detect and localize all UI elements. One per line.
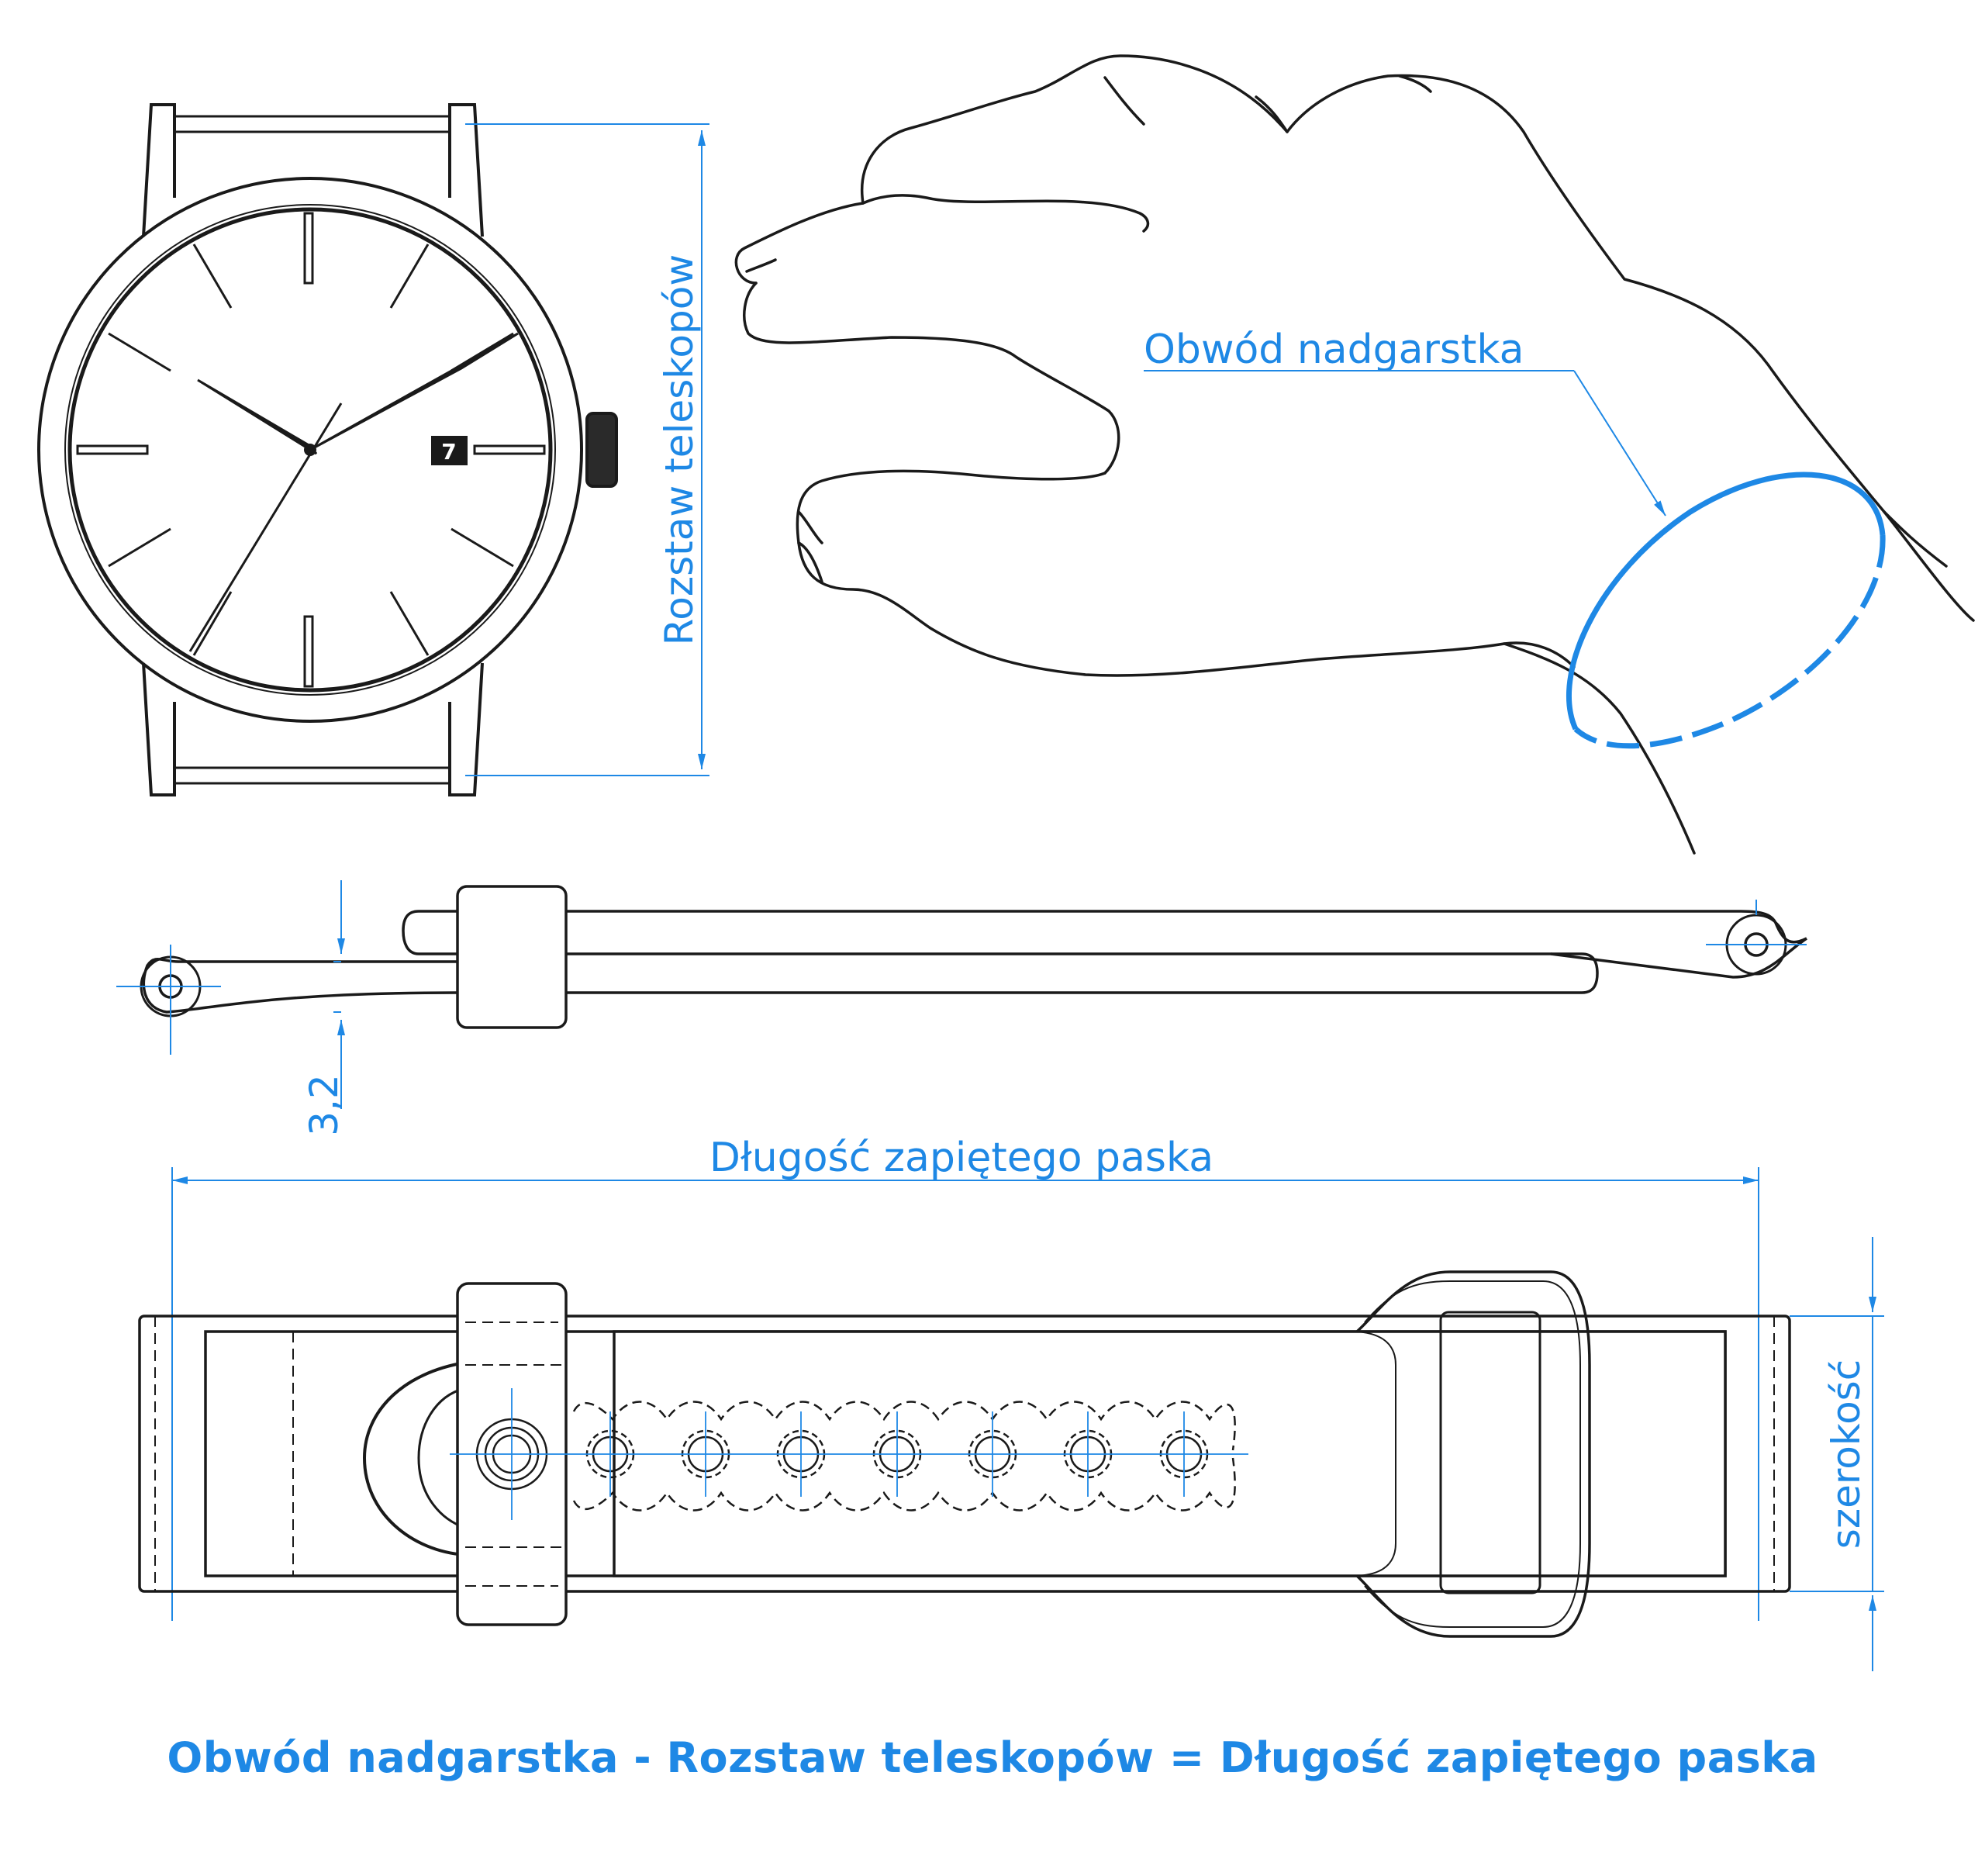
strap-side-view	[140, 885, 1807, 1029]
watch-case	[37, 177, 583, 723]
width-dimension	[1790, 1237, 1884, 1671]
lug-spacing-dimension	[465, 123, 709, 776]
width-label: szerokość	[1824, 1359, 1869, 1549]
wrist-band-indicator	[1566, 472, 1886, 749]
lug-spacing-label: Rozstaw teleskopów	[657, 254, 702, 645]
date-window-number: 7	[441, 439, 456, 465]
hand-illustration	[734, 54, 1975, 855]
pin-diameter-dimension	[116, 880, 1807, 1109]
keeper-loop	[1439, 1311, 1541, 1594]
hour-hand	[197, 378, 318, 455]
watch-bottom-lugs	[142, 662, 484, 796]
watch-front-view	[37, 103, 618, 796]
strap-outer	[138, 1315, 1791, 1593]
pin-dimension-label: 3,2	[302, 1074, 347, 1136]
watch-dial	[67, 207, 553, 693]
date-window	[431, 436, 468, 465]
strap-length-formula: Obwód nadgarstka - Rozstaw teleskopów = …	[167, 1733, 1818, 1782]
buckle-frame	[1355, 1270, 1591, 1638]
hole-centerlines	[450, 1388, 1248, 1520]
minute-hand	[309, 332, 519, 451]
wrist-circumference-label: Obwód nadgarstka	[1144, 326, 1524, 373]
strap-length-label: Długość zapiętego paska	[709, 1135, 1213, 1181]
buckle-arc	[362, 1361, 466, 1556]
wrist-circumference-leader	[1144, 370, 1666, 517]
second-hand	[188, 402, 343, 652]
hands-pivot	[304, 444, 316, 456]
hour-markers	[76, 212, 546, 688]
strap-length-dimension	[171, 1167, 1759, 1621]
side-keeper	[456, 885, 568, 1029]
watch-crown	[585, 412, 618, 488]
watch-top-lugs	[142, 103, 484, 237]
